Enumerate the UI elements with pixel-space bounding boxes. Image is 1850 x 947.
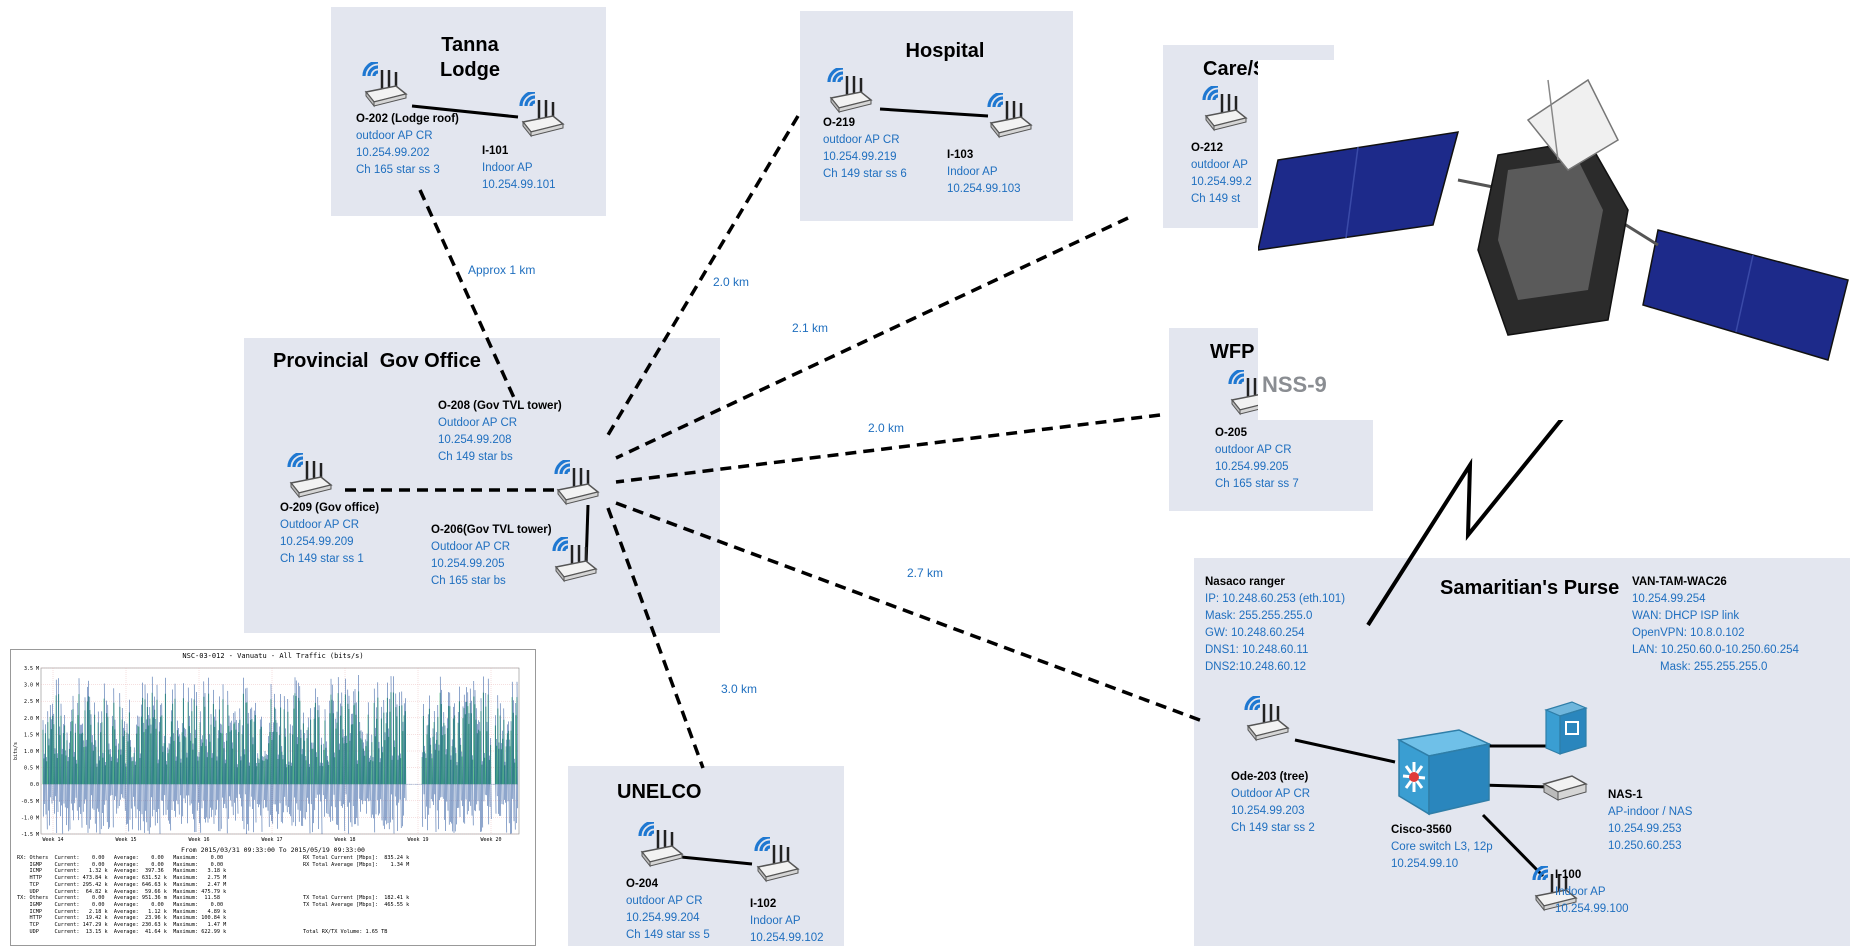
wifi-ap-icon — [827, 68, 873, 114]
graph-y-tick: 2.0 M — [24, 716, 39, 722]
graph-tx-series — [42, 674, 518, 835]
graph-x-tick: Week 16 — [188, 837, 209, 843]
site-title-provincial: Provincial Gov Office — [273, 350, 481, 372]
graph-x-tick: Week 19 — [407, 837, 428, 843]
site-title-wfp: WFP — [1210, 341, 1255, 363]
node-label-i103: I-103 Indoor AP 10.254.99.103 — [947, 149, 1021, 195]
wifi-ap-icon — [754, 837, 800, 883]
link-cisco-nas — [1479, 783, 1551, 789]
wifi-ap-icon — [287, 453, 333, 499]
node-label-ode203: Ode-203 (tree) Outdoor AP CR 10.254.99.2… — [1231, 771, 1315, 834]
site-title-tanna-line1: Tanna — [441, 34, 499, 56]
graph-y-tick: 1.5 M — [24, 732, 39, 738]
wifi-ap-icon — [362, 62, 408, 108]
graph-y-tick: 0.0 — [30, 782, 39, 788]
link-hospital — [603, 115, 800, 441]
wifi-ap-icon — [554, 460, 600, 506]
site-title-hospital: Hospital — [905, 40, 985, 62]
node-label-nasaco: Nasaco ranger IP: 10.248.60.253 (eth.101… — [1205, 576, 1346, 673]
wifi-ap-icon — [552, 537, 598, 583]
graph-y-tick: 2.5 M — [24, 699, 39, 705]
graph-y-tick: 0.5 M — [24, 766, 39, 772]
graph-x-tick: Week 20 — [480, 837, 501, 843]
link-ode-cisco — [1294, 738, 1396, 764]
wifi-ap-icon — [1244, 696, 1290, 742]
graph-x-tick: Week 17 — [261, 837, 282, 843]
link-hospital-local — [879, 107, 989, 118]
node-label-o205: O-205 outdoor AP CR 10.254.99.205 Ch 165… — [1215, 427, 1299, 490]
graph-y-tick: -1.5 M — [21, 832, 39, 838]
core-switch-icon — [1396, 729, 1492, 816]
wifi-ap-icon — [987, 93, 1033, 139]
graph-y-tick: -1.0 M — [21, 815, 39, 821]
link-samaritan — [615, 501, 1206, 724]
node-label-i101: I-101 Indoor AP 10.254.99.101 — [482, 145, 556, 191]
link-wfp — [615, 413, 1161, 484]
site-box-samaritans-purse — [1194, 558, 1850, 946]
link-unelco-local — [680, 855, 753, 866]
site-box-unelco — [568, 766, 844, 946]
link-unelco — [606, 507, 705, 769]
node-label-o212: O-212 outdoor AP 10.254.99.2 Ch 149 st — [1191, 142, 1252, 205]
distance-label-wfp: 2.0 km — [868, 421, 905, 435]
link-cisco-i100 — [1481, 813, 1545, 878]
graph-y-tick: -0.5 M — [21, 799, 39, 805]
distance-label-tanna: Approx 1 km — [468, 263, 536, 277]
node-label-nas1: NAS-1 AP-indoor / NAS 10.254.99.253 10.2… — [1608, 789, 1693, 852]
wifi-ap-icon — [638, 822, 684, 868]
nas-icon — [1542, 775, 1588, 801]
site-title-samaritans-purse: Samaritian's Purse — [1440, 577, 1620, 599]
site-title-unelco: UNELCO — [617, 781, 702, 803]
satellite-image — [1258, 60, 1850, 420]
node-label-o206: O-206(Gov TVL tower) Outdoor AP CR 10.25… — [431, 524, 552, 587]
graph-legend: RX: Others Current: 0.00 Average: 0.00 M… — [17, 855, 227, 935]
node-label-o209: O-209 (Gov office) Outdoor AP CR 10.254.… — [280, 502, 380, 565]
distance-label-care: 2.1 km — [792, 321, 829, 335]
graph-title: NSC-03-012 - Vanuatu - All Traffic (bits… — [182, 652, 364, 660]
link-tanna-local — [411, 104, 519, 119]
graph-y-tick: 3.5 M — [24, 666, 39, 672]
graph-x-tick: Week 14 — [42, 837, 63, 843]
satellite-label: NSS-9 — [1262, 372, 1327, 397]
graph-x-tick: Week 15 — [115, 837, 136, 843]
graph-plot: 3.5 M 3.0 M 2.5 M 2.0 M 1.5 M 1.0 M 0.5 M 0.0 -0… — [13, 666, 520, 843]
server-icon — [1544, 701, 1588, 755]
site-box-hospital — [800, 11, 1073, 221]
link-care — [615, 216, 1129, 460]
node-label-van-tam: VAN-TAM-WAC26 10.254.99.254 WAN: DHCP IS… — [1632, 576, 1799, 673]
distance-label-hospital: 2.0 km — [713, 275, 750, 289]
node-label-o202: O-202 (Lodge roof) outdoor AP CR 10.254.… — [356, 113, 459, 176]
node-label-i100: I-100 Indoor AP 10.254.99.100 — [1555, 869, 1629, 915]
node-name: O-202 (Lodge roof) — [356, 113, 459, 125]
graph-y-tick: 1.0 M — [24, 749, 39, 755]
node-label-i102: I-102 Indoor AP 10.254.99.102 — [750, 898, 824, 944]
distance-label-samaritan: 2.7 km — [907, 566, 944, 580]
graph-legend-totals: RX Total Current [Mbps]: 835.24 k RX Tot… — [303, 855, 410, 935]
graph-x-tick: Week 18 — [334, 837, 355, 843]
node-label-o219: O-219 outdoor AP CR 10.254.99.219 Ch 149… — [823, 117, 907, 180]
distance-label-unelco: 3.0 km — [721, 682, 758, 696]
satellite-link — [1366, 413, 1567, 627]
node-label-o208: O-208 (Gov TVL tower) Outdoor AP CR 10.2… — [438, 400, 562, 463]
graph-subtitle: From 2015/03/31 09:33:00 To 2015/05/19 0… — [181, 846, 365, 854]
site-title-tanna-line2: Lodge — [440, 59, 500, 81]
wifi-ap-icon — [519, 92, 565, 138]
graph-y-unit: bits/s — [13, 742, 19, 760]
traffic-graph: NSC-03-012 - Vanuatu - All Traffic (bits… — [10, 649, 536, 946]
wifi-ap-icon — [1202, 86, 1248, 132]
node-label-o204: O-204 outdoor AP CR 10.254.99.204 Ch 149… — [626, 878, 710, 941]
graph-y-tick: 3.0 M — [24, 683, 39, 689]
node-label-cisco: Cisco-3560 Core switch L3, 12p 10.254.99… — [1391, 824, 1493, 870]
link-tanna — [418, 189, 517, 401]
